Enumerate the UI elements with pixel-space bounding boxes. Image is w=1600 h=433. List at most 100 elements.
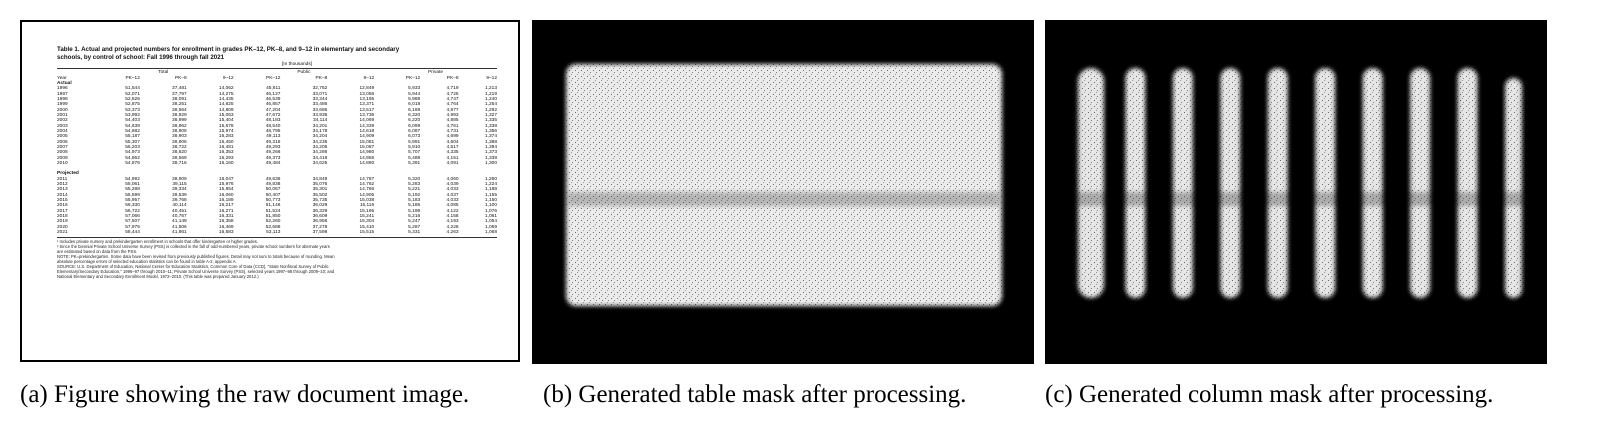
table-cell: 14,809 [218, 107, 234, 113]
table-cell: 5,198 [408, 208, 421, 214]
table-cell: 52,071 [125, 91, 140, 97]
table-cell: 1999 [57, 102, 68, 108]
table-cell: 53,992 [125, 112, 140, 118]
document-rule-top [57, 68, 497, 70]
table-cell: 14,069 [359, 118, 375, 124]
table-cell: 49,838 [265, 182, 281, 188]
table-cell: 47,204 [265, 107, 281, 113]
table-column-header: PK–8 [315, 75, 328, 81]
table-cell: 54,403 [125, 118, 140, 124]
table-cell: 5,320 [408, 176, 421, 182]
table-cell: 1,240 [484, 96, 497, 102]
table-cell: 49,373 [265, 155, 281, 161]
document-page: Table 1. Actual and projected numbers fo… [57, 46, 497, 279]
table-cell: 4,158 [446, 214, 459, 220]
table-cell: 5,331 [408, 230, 421, 236]
table-cell: 16,293 [218, 155, 234, 161]
table-column-header: PK–12 [405, 75, 421, 81]
table-section-row: Actual [57, 81, 497, 86]
table-cell: 57,975 [125, 224, 140, 230]
table-cell: 5,221 [408, 187, 421, 193]
table-cell: 2005 [57, 134, 68, 140]
table-cell: 4,263 [446, 230, 459, 236]
table-cell: 38,929 [172, 112, 187, 118]
table-cell: 5,910 [408, 145, 421, 150]
table-cell: 46,539 [265, 96, 281, 102]
table-cell: 5,185 [408, 203, 421, 209]
caption-c: (c) Generated column mask after processi… [1045, 381, 1494, 408]
table-cell: 45,611 [266, 86, 281, 92]
table-cell: 15,404 [218, 118, 234, 124]
table-cell: 2012 [57, 182, 68, 188]
table-cell: 6,087 [408, 128, 421, 134]
table-cell: 2014 [57, 192, 68, 198]
table-cell: 15,116 [359, 203, 375, 209]
table-cell: 1,356 [484, 128, 497, 134]
table-cell: 34,235 [312, 139, 328, 145]
table-cell: 16,047 [218, 176, 234, 182]
table-cell: 38,908 [172, 128, 187, 134]
table-cell: 54,639 [125, 123, 140, 129]
table-cell: 1,224 [484, 182, 497, 188]
table-cell: 46,857 [265, 102, 281, 108]
table-cell: 37,598 [312, 230, 328, 236]
table-cell: 49,113 [266, 134, 281, 140]
table-cell: 13,195 [359, 96, 375, 102]
table-group-header: Public [297, 70, 311, 76]
table-cell: 16,189 [218, 198, 234, 204]
table-cell: 15,974 [218, 128, 234, 134]
table-cell: 16,469 [218, 224, 234, 230]
table-cell: 39,768 [172, 198, 187, 204]
table-cell: 1997 [57, 91, 68, 97]
table-cell: 5,192 [408, 192, 421, 198]
table-cell: 14,909 [359, 134, 375, 140]
table-group-header: Private [428, 70, 444, 76]
table-cell: 33,936 [312, 112, 328, 118]
table-cell: 55,599 [125, 192, 140, 198]
table-cell: 35,301 [312, 187, 328, 193]
table-column-header: 9–12 [222, 75, 234, 81]
table-cell: 53,113 [266, 230, 281, 236]
table-cell: 5,944 [408, 91, 421, 97]
table-cell: 14,980 [359, 150, 375, 156]
table-cell: 40,767 [172, 214, 187, 220]
table-cell: 1,254 [484, 102, 497, 108]
table-cell: 1,076 [484, 208, 497, 214]
table-cell: 49,636 [265, 176, 281, 182]
table-cell: 55,957 [125, 198, 140, 204]
table-column-header: PK–12 [125, 75, 140, 81]
table-cell: 5,183 [408, 198, 421, 204]
table-cell: 5,988 [408, 96, 421, 102]
table-cell: 48,183 [265, 118, 281, 124]
table-cell: 16,331 [218, 214, 234, 220]
table-cell: 14,625 [218, 102, 234, 108]
table-cell: 32,762 [312, 86, 328, 92]
table-cell: 46,127 [265, 91, 281, 97]
table-cell: 6,018 [408, 102, 421, 108]
table-cell: 38,564 [172, 107, 187, 113]
table-cell: 50,773 [265, 198, 281, 204]
table-cell: 14,339 [359, 123, 375, 129]
table-cell: 15,410 [359, 224, 375, 230]
table-cell: 54,876 [125, 161, 140, 167]
table-cell: 37,481 [172, 86, 187, 92]
table-cell: 38,251 [172, 102, 187, 108]
table-cell: 15,678 [218, 123, 234, 129]
table-cell: 4,747 [446, 96, 459, 102]
caption-b: (b) Generated table mask after processin… [543, 381, 967, 408]
table-cell: 5,991 [408, 139, 421, 145]
table-cell: 14,762 [359, 182, 375, 188]
table-cell: 39,334 [172, 187, 187, 193]
table-cell: 1,300 [484, 161, 497, 167]
table-cell: 33,486 [312, 102, 328, 108]
table-cell: 16,450 [218, 139, 234, 145]
table-mask-gap-band [568, 192, 1000, 206]
